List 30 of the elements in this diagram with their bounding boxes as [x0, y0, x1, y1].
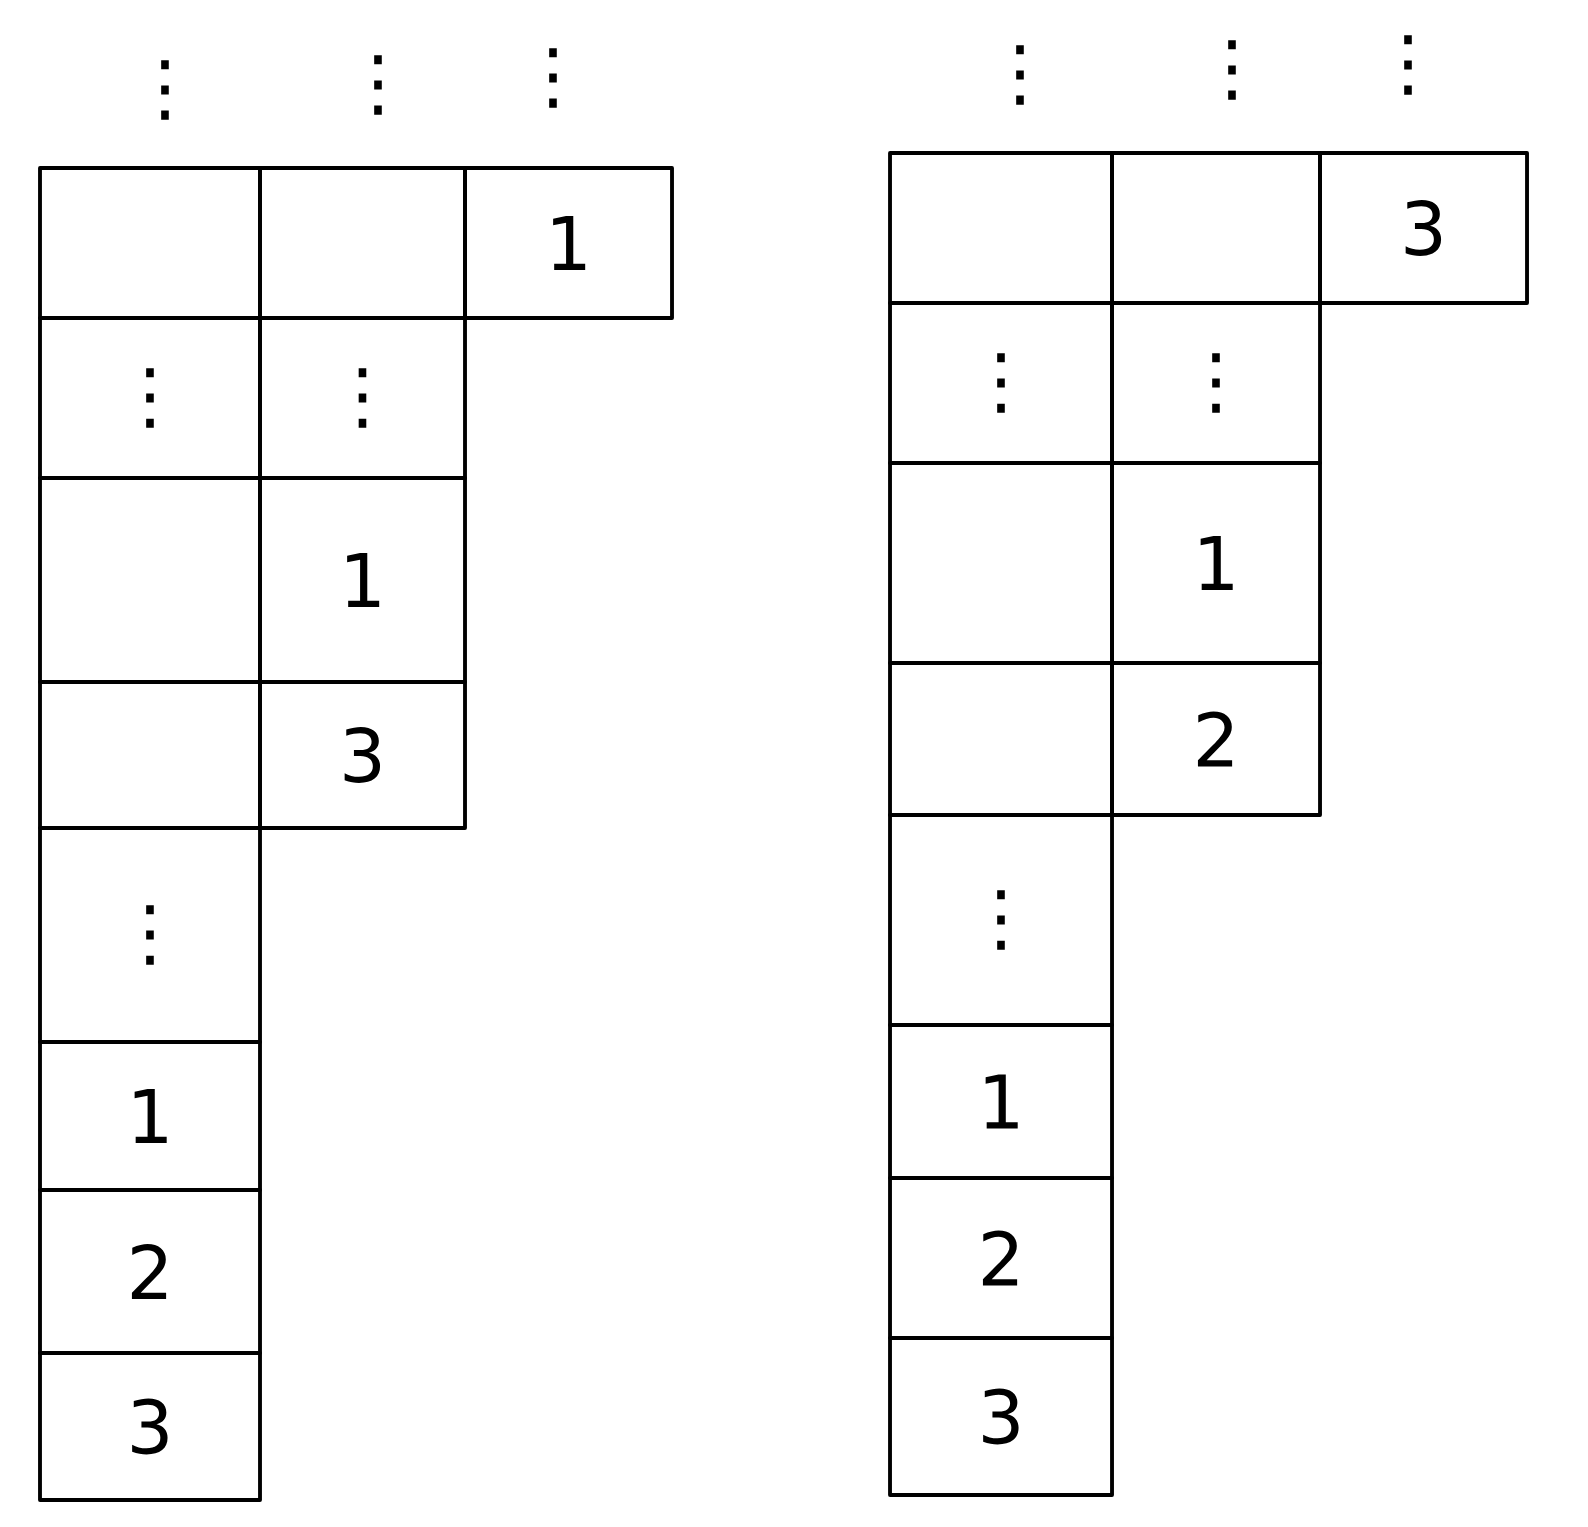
- tableau-cell: 2: [1110, 661, 1322, 817]
- tableau-cell: [38, 680, 262, 830]
- tableau-cell: 3: [38, 1351, 262, 1502]
- tableau-cell: 1: [463, 166, 674, 320]
- ellipsis-mark: ⋮: [1228, 40, 1236, 100]
- ellipsis-mark: ⋮: [374, 55, 382, 115]
- ellipsis-mark: ⋮: [1404, 35, 1412, 95]
- tableau-cell: 1: [1110, 461, 1322, 665]
- tableau-cell: 3: [1318, 151, 1529, 305]
- tableau-cell: 3: [888, 1336, 1114, 1497]
- ellipsis-mark: ⋮: [161, 60, 169, 120]
- tableau-cell: [38, 476, 262, 684]
- tableau-cell: [888, 461, 1114, 665]
- tableau-cell: ⋮: [258, 316, 467, 480]
- ellipsis-mark: ⋮: [1016, 45, 1024, 105]
- tableau-cell: 1: [258, 476, 467, 684]
- tableau-cell: 3: [258, 680, 467, 830]
- tableau-cell: ⋮: [888, 813, 1114, 1027]
- tableau-cell: 1: [888, 1023, 1114, 1180]
- tableau-cell: [888, 151, 1114, 305]
- tableau-cell: 2: [888, 1176, 1114, 1340]
- tableau-cell: 2: [38, 1188, 262, 1355]
- tableau-cell: ⋮: [38, 316, 262, 480]
- tableau-cell: ⋮: [38, 826, 262, 1044]
- tableau-cell: [38, 166, 262, 320]
- ellipsis-mark: ⋮: [549, 48, 557, 108]
- tableau-cell: [888, 661, 1114, 817]
- tableau-cell: ⋮: [1110, 301, 1322, 465]
- tableau-cell: ⋮: [888, 301, 1114, 465]
- tableau-cell: 1: [38, 1040, 262, 1192]
